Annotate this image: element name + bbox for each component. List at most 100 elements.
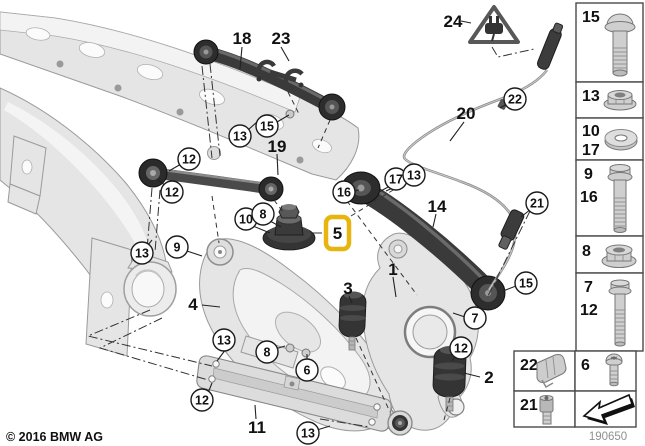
svg-text:10: 10 bbox=[239, 213, 253, 227]
svg-text:17: 17 bbox=[389, 173, 403, 187]
svg-text:17: 17 bbox=[582, 142, 600, 159]
callouts: 13 15 12 12 13 9 10 8 16 17 13 22 21 15 … bbox=[130, 87, 549, 445]
svg-text:15: 15 bbox=[519, 277, 533, 291]
callout-7[interactable]: 7 bbox=[463, 306, 487, 330]
callout-13[interactable]: 13 bbox=[402, 163, 426, 187]
parts-box-10-17[interactable]: 10 17 bbox=[575, 117, 644, 161]
callout-15[interactable]: 15 bbox=[255, 114, 279, 138]
highlight-label[interactable]: 5 bbox=[333, 224, 342, 243]
label-23[interactable]: 23 bbox=[272, 29, 291, 48]
label-11[interactable]: 11 bbox=[248, 418, 266, 437]
svg-text:10: 10 bbox=[582, 123, 600, 140]
label-19[interactable]: 19 bbox=[268, 137, 287, 156]
torx-screw-icon bbox=[605, 353, 623, 387]
callout-12[interactable]: 12 bbox=[177, 147, 201, 171]
svg-text:13: 13 bbox=[217, 334, 231, 348]
svg-text:7: 7 bbox=[472, 312, 479, 326]
hex-bolt-long-icon bbox=[607, 164, 633, 233]
parts-box-7-12[interactable]: 7 12 bbox=[575, 272, 644, 352]
label-1[interactable]: 1 bbox=[388, 260, 397, 279]
svg-text:13: 13 bbox=[135, 247, 149, 261]
svg-text:12: 12 bbox=[182, 153, 196, 167]
reinforcement-plate-artwork bbox=[196, 355, 392, 432]
highlight-box[interactable] bbox=[323, 214, 352, 252]
svg-text:13: 13 bbox=[582, 88, 600, 105]
diagram-number: 190650 bbox=[589, 431, 627, 443]
callout-13[interactable]: 13 bbox=[130, 241, 154, 265]
direction-arrow-box[interactable] bbox=[574, 390, 637, 428]
label-20[interactable]: 20 bbox=[457, 104, 476, 123]
rubber-mount-5-artwork bbox=[262, 204, 316, 251]
callout-15[interactable]: 15 bbox=[514, 271, 538, 295]
parts-box-21[interactable]: 21 bbox=[513, 390, 576, 428]
svg-text:16: 16 bbox=[337, 186, 351, 200]
trailing-arm-artwork bbox=[199, 238, 396, 432]
axis-lines bbox=[86, 46, 535, 428]
callout-17[interactable]: 17 bbox=[384, 167, 408, 191]
callout-13[interactable]: 13 bbox=[212, 328, 236, 352]
washer-icon bbox=[604, 129, 638, 151]
direction-of-travel-arrow-icon bbox=[582, 393, 635, 425]
rear-axle-carrier-artwork bbox=[0, 11, 360, 357]
highlighted-part-5[interactable]: 5 bbox=[323, 214, 352, 252]
callout-13[interactable]: 13 bbox=[296, 421, 320, 445]
svg-text:9: 9 bbox=[584, 166, 593, 183]
callout-9[interactable]: 9 bbox=[165, 235, 189, 259]
callout-16[interactable]: 16 bbox=[332, 180, 356, 204]
svg-text:15: 15 bbox=[582, 9, 600, 26]
parts-box-9-16[interactable]: 9 16 bbox=[575, 159, 644, 237]
flange-bolt-icon bbox=[604, 13, 636, 77]
callout-8[interactable]: 8 bbox=[255, 340, 279, 364]
label-14[interactable]: 14 bbox=[428, 197, 447, 216]
wheel-carrier-artwork bbox=[362, 232, 479, 436]
fastener-legend: 15 13 1 bbox=[513, 2, 644, 428]
parts-box-22[interactable]: 22 bbox=[513, 350, 576, 392]
callout-12[interactable]: 12 bbox=[160, 180, 184, 204]
svg-text:9: 9 bbox=[174, 241, 181, 255]
svg-text:12: 12 bbox=[580, 302, 598, 319]
svg-text:13: 13 bbox=[407, 169, 421, 183]
parts-box-8[interactable]: 8 bbox=[575, 235, 644, 274]
svg-text:21: 21 bbox=[530, 197, 544, 211]
label-2[interactable]: 2 bbox=[484, 368, 493, 387]
rubber-mount-3-artwork bbox=[338, 291, 367, 351]
parts-box-15[interactable]: 15 bbox=[575, 2, 644, 83]
callout-12[interactable]: 12 bbox=[449, 336, 473, 360]
flange-nut-icon bbox=[603, 90, 637, 111]
electrical-plug-warning-icon bbox=[468, 5, 520, 44]
retaining-clip-icon bbox=[536, 354, 567, 389]
bracket-23-artwork bbox=[256, 59, 304, 88]
rubber-mount-2-artwork bbox=[432, 346, 467, 412]
svg-text:16: 16 bbox=[580, 189, 598, 206]
parts-box-6[interactable]: 6 bbox=[574, 350, 637, 392]
svg-text:12: 12 bbox=[454, 342, 468, 356]
callout-22[interactable]: 22 bbox=[503, 87, 527, 111]
svg-text:22: 22 bbox=[520, 357, 538, 374]
label-18[interactable]: 18 bbox=[233, 29, 252, 48]
callout-6[interactable]: 6 bbox=[295, 358, 319, 382]
callout-21[interactable]: 21 bbox=[525, 191, 549, 215]
callout-8[interactable]: 8 bbox=[251, 202, 275, 226]
svg-text:8: 8 bbox=[264, 346, 271, 360]
svg-text:13: 13 bbox=[233, 130, 247, 144]
abs-sensor-21 bbox=[498, 209, 525, 250]
callout-12[interactable]: 12 bbox=[190, 388, 214, 412]
svg-text:12: 12 bbox=[165, 186, 179, 200]
parts-box-13[interactable]: 13 bbox=[575, 81, 644, 119]
svg-text:21: 21 bbox=[520, 397, 538, 414]
svg-text:8: 8 bbox=[260, 208, 267, 222]
svg-text:13: 13 bbox=[301, 427, 315, 441]
svg-text:12: 12 bbox=[195, 394, 209, 408]
hex-bolt-icon bbox=[608, 279, 632, 347]
sensor-connector-head bbox=[536, 22, 564, 70]
svg-text:7: 7 bbox=[584, 279, 593, 296]
socket-head-bolt-icon bbox=[539, 395, 554, 425]
part-labels: 18 23 24 20 19 14 1 3 4 2 11 bbox=[188, 12, 493, 437]
label-3[interactable]: 3 bbox=[343, 279, 352, 298]
callout-13[interactable]: 13 bbox=[228, 124, 252, 148]
label-4[interactable]: 4 bbox=[188, 295, 198, 314]
label-24[interactable]: 24 bbox=[444, 12, 463, 31]
flange-nut-icon bbox=[601, 244, 637, 268]
